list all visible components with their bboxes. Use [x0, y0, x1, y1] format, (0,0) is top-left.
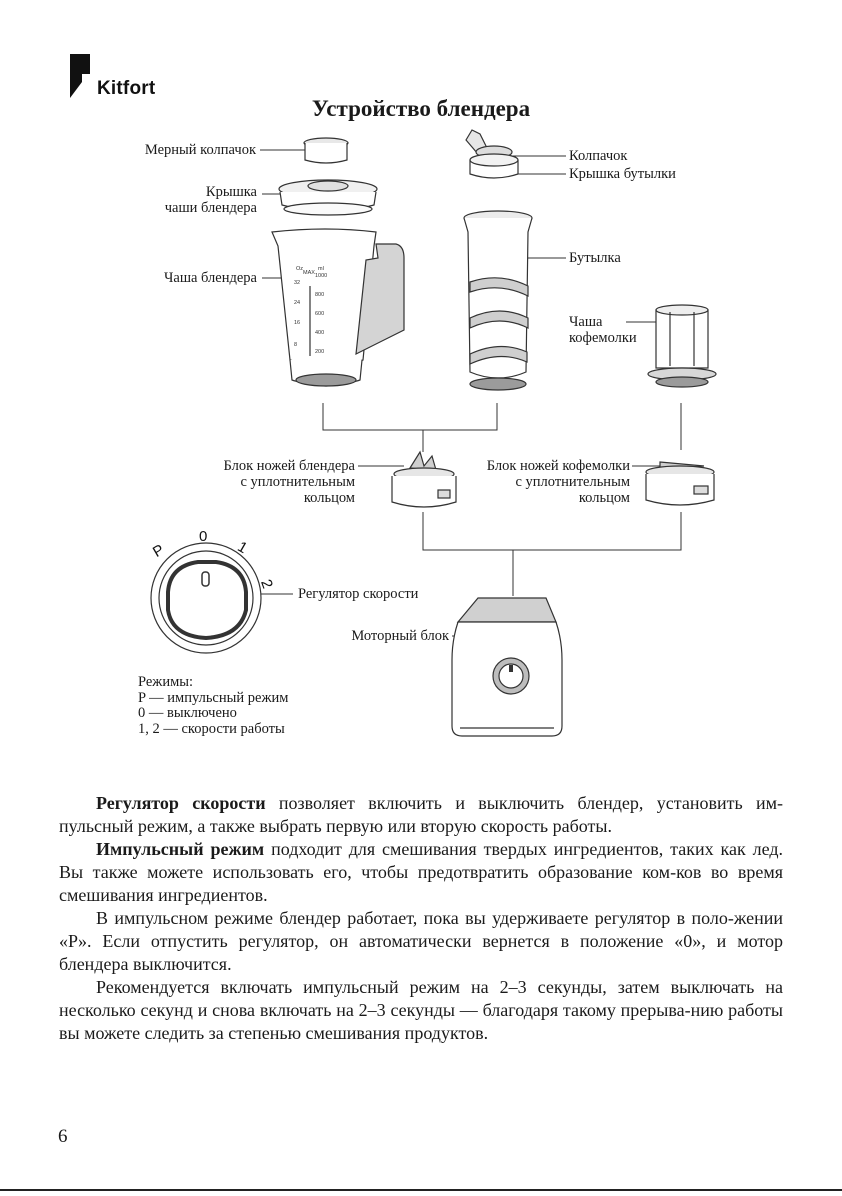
jar-scale-right-4: 400 — [315, 330, 324, 336]
label-grinder-blades-line2: с уплотнительным — [515, 474, 630, 490]
dial-mark-2: 2 — [257, 577, 276, 591]
bottle-lid-illustration — [465, 129, 519, 179]
jar-scale-oz: Oz — [296, 266, 303, 272]
footer-rule — [0, 1189, 842, 1191]
blender-diagram: Oz MAX ml 1000 800 600 400 200 32 24 16 … — [150, 129, 717, 737]
paragraph-pulse-mode-text: подходит для смешивания твердых ингредие… — [59, 839, 783, 905]
label-jar-lid-line1: Крышка — [205, 184, 257, 200]
term-pulse-mode: Импульсный режим — [96, 839, 265, 859]
dial-pointer-icon — [201, 571, 210, 587]
jar-scale-right-2: 800 — [315, 292, 324, 298]
blender-blades-illustration — [391, 450, 457, 508]
modes-heading: Режимы: — [138, 674, 194, 690]
grinder-bowl-illustration — [647, 304, 717, 388]
kitfort-logo-mark-icon — [70, 54, 90, 98]
bottle-illustration — [463, 210, 533, 391]
page-number: 6 — [58, 1126, 68, 1147]
label-measuring-cap: Мерный колпачок — [144, 142, 256, 158]
jar-scale-right-3: 600 — [315, 311, 324, 317]
motor-block-illustration — [451, 597, 563, 737]
jar-scale-ml: ml — [318, 266, 324, 272]
label-speed-regulator: Регулятор скорости — [298, 586, 419, 602]
paragraph-pulse-recommendation: Рекомендуется включать импульсный режим … — [59, 977, 783, 1043]
paragraph-pulse-hold: В импульсном режиме блендер работает, по… — [59, 908, 783, 974]
jar-scale: Oz MAX ml 1000 800 600 400 200 32 24 16 … — [294, 266, 327, 355]
label-bottle-cap: Колпачок — [569, 148, 628, 164]
page-title: Устройство блендера — [311, 96, 531, 121]
jar-scale-right-1: 1000 — [315, 273, 327, 279]
brand-name: Kitfort — [97, 78, 156, 99]
jar-scale-left-2: 32 — [294, 280, 300, 286]
jar-scale-left-5: 8 — [294, 342, 297, 348]
jar-scale-right-5: 200 — [315, 349, 324, 355]
measuring-cap-illustration — [303, 137, 349, 164]
dial-mark-1: 1 — [235, 538, 251, 557]
mode-item-pulse: P — импульсный режим — [138, 689, 289, 706]
jar-scale-left-4: 16 — [294, 320, 300, 326]
label-motor-block: Моторный блок — [351, 628, 449, 644]
mode-item-off: 0 — выключено — [138, 705, 237, 721]
speed-dial-illustration — [150, 542, 262, 654]
modes-legend: Режимы: P — импульсный режим 0 — выключе… — [138, 674, 289, 737]
label-grinder-bowl-line1: Чаша — [569, 314, 603, 330]
paragraph-speed-regulator: Регулятор скорости позволяет включить и … — [59, 792, 783, 838]
jar-scale-left-3: 24 — [294, 300, 300, 306]
label-bottle: Бутылка — [569, 250, 621, 266]
label-grinder-bowl-line2: кофемолки — [569, 330, 637, 346]
label-jar-lid-line2: чаши блендера — [164, 200, 257, 216]
label-blender-blades-line1: Блок ножей блендера — [223, 458, 355, 474]
mode-item-speeds: 1, 2 — скорости работы — [138, 720, 285, 737]
dial-mark-0: 0 — [199, 528, 207, 545]
term-speed-regulator: Регулятор скорости — [96, 793, 266, 813]
label-grinder-blades-line1: Блок ножей кофемолки — [486, 458, 630, 474]
paragraph-speed-regulator-text: позволяет включить и выключить блендер, … — [59, 793, 783, 836]
body-text: Регулятор скорости позволяет включить и … — [59, 792, 783, 1045]
label-blender-blades-line2: с уплотнительным — [240, 474, 355, 490]
kitfort-logo: Kitfort — [68, 52, 188, 104]
blender-jar-illustration — [271, 228, 405, 387]
label-jar: Чаша блендера — [163, 270, 257, 286]
label-blender-blades-line3: кольцом — [303, 490, 355, 506]
dial-mark-p: P — [150, 541, 167, 561]
paragraph-pulse-mode: Импульсный режим подходит для смешивания… — [59, 838, 783, 907]
label-bottle-lid: Крышка бутылки — [569, 166, 676, 182]
jar-lid-illustration — [278, 179, 378, 216]
jar-scale-max: MAX — [303, 270, 315, 276]
grinder-blades-illustration — [645, 461, 715, 506]
label-grinder-blades-line3: кольцом — [578, 490, 630, 506]
